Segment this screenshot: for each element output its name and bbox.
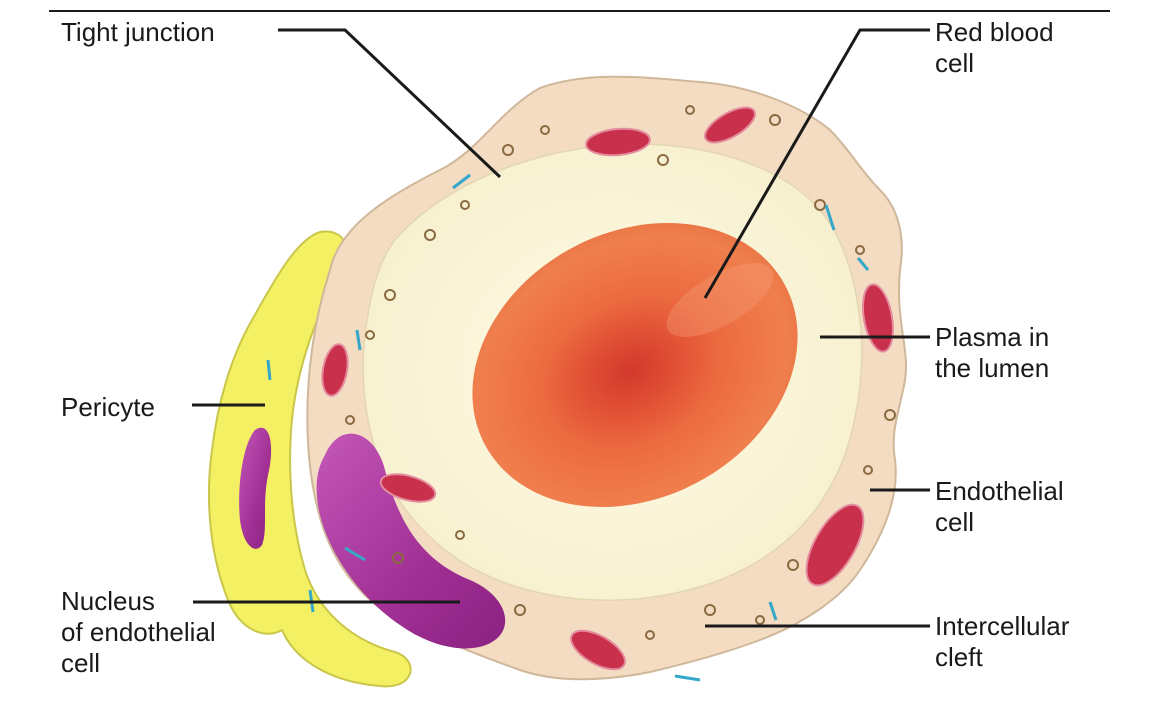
label-plasma-line1: Plasma in (935, 322, 1049, 353)
label-pericyte: Pericyte (61, 392, 155, 423)
label-red-blood-cell: Red blood cell (935, 17, 1054, 79)
label-plasma-line2: the lumen (935, 353, 1049, 384)
label-tight-junction: Tight junction (61, 17, 215, 48)
label-nucleus-line1: Nucleus (61, 586, 216, 617)
label-endothelial: Endothelial cell (935, 476, 1064, 538)
label-endothelial-line1: Endothelial (935, 476, 1064, 507)
label-nucleus: Nucleus of endothelial cell (61, 586, 216, 679)
label-red-blood-cell-line2: cell (935, 48, 1054, 79)
label-plasma: Plasma in the lumen (935, 322, 1049, 384)
label-red-blood-cell-line1: Red blood (935, 17, 1054, 48)
label-nucleus-line3: cell (61, 648, 216, 679)
label-cleft-line2: cleft (935, 642, 1069, 673)
label-endothelial-line2: cell (935, 507, 1064, 538)
label-cleft-line1: Intercellular (935, 611, 1069, 642)
label-nucleus-line2: of endothelial (61, 617, 216, 648)
label-intercellular-cleft: Intercellular cleft (935, 611, 1069, 673)
